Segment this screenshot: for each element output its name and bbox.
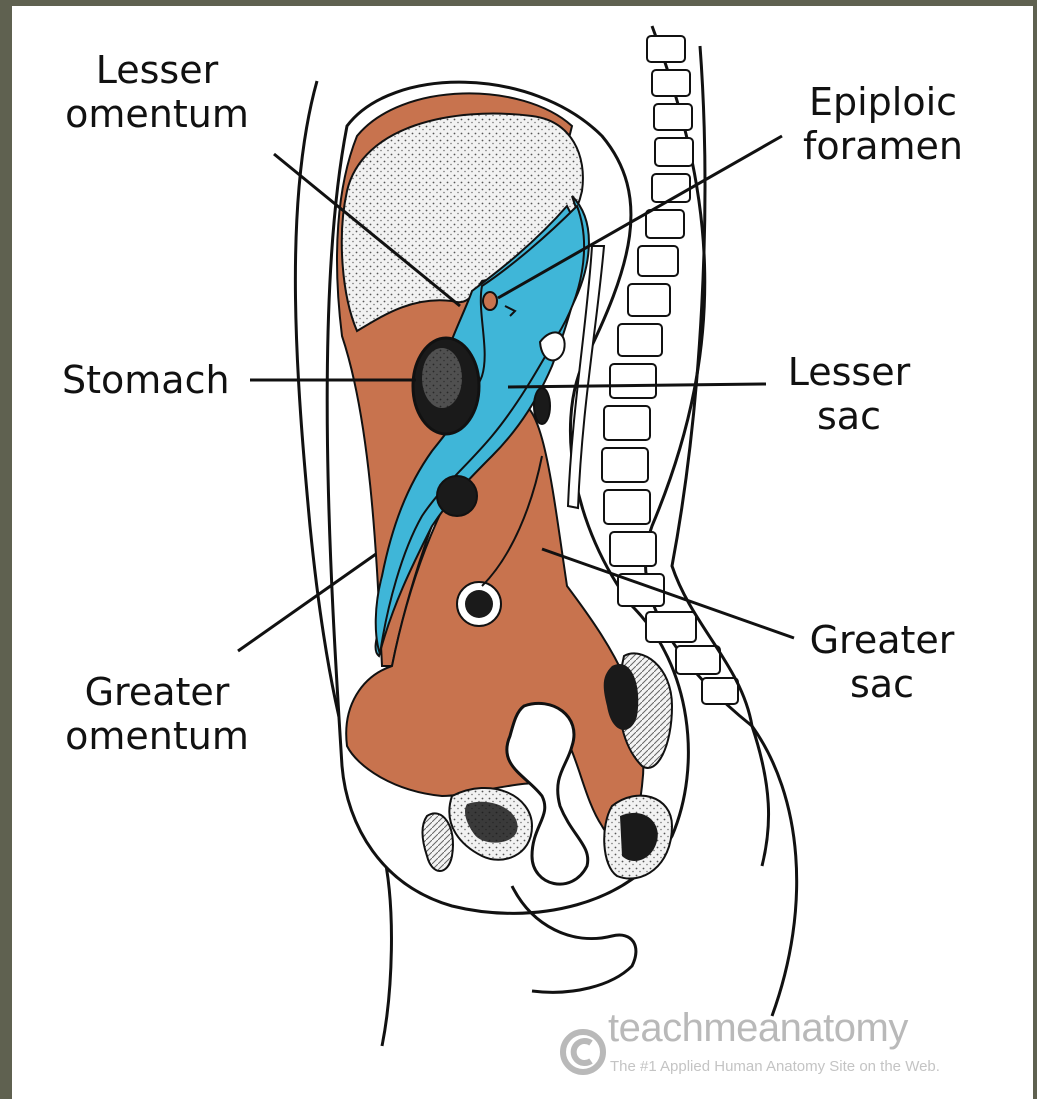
peritoneum-sagittal-diagram (12, 6, 1033, 1099)
pancreas (540, 332, 565, 360)
label-stomach: Stomach (62, 358, 230, 402)
copyright-icon (560, 1010, 606, 1094)
label-lesser-sac: Lesser sac (774, 350, 924, 438)
diagram-frame: Lesser omentum Epiploic foramen Stomach … (12, 6, 1033, 1099)
transverse-colon (437, 476, 477, 516)
label-epiploic-foramen: Epiploic foramen (778, 80, 988, 168)
duodenum (534, 388, 550, 424)
label-greater-sac: Greater sac (802, 618, 962, 706)
watermark-title: teachmeanatomy (608, 1006, 908, 1051)
vertebral-column (602, 36, 738, 704)
label-lesser-omentum: Lesser omentum (42, 48, 272, 136)
epiploic-foramen-opening (483, 292, 497, 310)
label-greater-omentum: Greater omentum (32, 670, 282, 758)
watermark-tagline: The #1 Applied Human Anatomy Site on the… (610, 1058, 940, 1075)
